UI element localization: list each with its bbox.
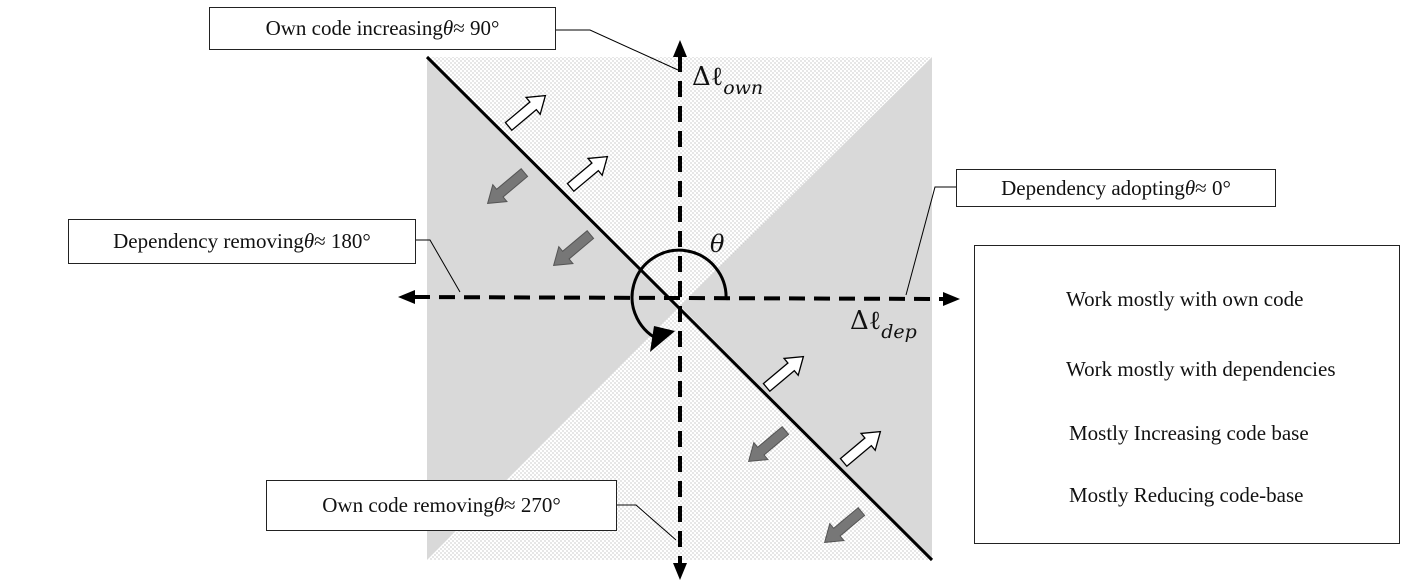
theta-symbol: θ <box>493 493 505 517</box>
dep-axis-line <box>413 295 945 301</box>
own-axis-arrowhead-top <box>673 40 687 57</box>
callout-own-increasing-text: Own code increasing <box>265 16 443 40</box>
increasing-arrow-icon <box>839 430 882 468</box>
reducing-arrow-icon <box>747 426 790 462</box>
callout-own-code-increasing: Own code increasing θ ≈ 90° <box>209 7 556 50</box>
increasing-arrow-icon <box>762 355 805 393</box>
theta-symbol: θ <box>1184 175 1196 200</box>
legend-label-increasing: Mostly Increasing code base <box>1069 421 1309 445</box>
callout-own-removing-approx: ≈ 270° <box>504 493 561 517</box>
leader-dep-adopting <box>905 186 956 296</box>
dep-axis-arrowhead-left <box>398 290 415 304</box>
leader-own-removing <box>617 504 677 541</box>
own-axis-symbol: Δℓ <box>692 62 724 92</box>
own-axis-subscript: own <box>723 77 764 99</box>
own-axis-arrowhead-bottom <box>673 563 687 580</box>
callout-dep-removing-text: Dependency removing <box>113 229 304 253</box>
own-axis-label: Δℓown <box>692 62 763 99</box>
reducing-arrow-icon <box>823 507 866 543</box>
reducing-arrow-icon <box>486 168 529 204</box>
leader-own-increasing <box>556 29 679 71</box>
theta-symbol: θ <box>442 16 454 40</box>
callout-dep-adopting-approx: ≈ 0° <box>1195 175 1231 200</box>
callout-own-removing-text: Own code removing <box>322 493 494 517</box>
callout-own-code-removing: Own code removing θ ≈ 270° <box>266 480 617 531</box>
theta-symbol: θ <box>303 229 315 253</box>
callout-dependency-adopting: Dependency adopting θ ≈ 0° <box>956 169 1276 207</box>
leader-dep-removing <box>416 239 461 293</box>
dep-axis-arrowhead-right <box>943 292 960 306</box>
increasing-arrow-icon <box>566 155 609 193</box>
dep-axis-subscript: dep <box>881 321 917 343</box>
dependency-region-left <box>427 57 680 560</box>
angle-label: θ <box>710 230 725 258</box>
legend-label-dependencies: Work mostly with dependencies <box>1066 357 1336 381</box>
callout-dep-removing-approx: ≈ 180° <box>314 229 371 253</box>
callout-dependency-removing: Dependency removing θ ≈ 180° <box>68 219 416 264</box>
legend-label-reducing: Mostly Reducing code-base <box>1069 483 1304 507</box>
increasing-arrow-icon <box>504 94 547 132</box>
angle-arc <box>630 248 728 343</box>
callout-own-increasing-approx: ≈ 90° <box>453 16 500 40</box>
dep-axis-symbol: Δℓ <box>850 306 882 336</box>
angle-arc-arrowhead <box>650 326 675 352</box>
dep-axis-label: Δℓdep <box>850 306 917 343</box>
legend: Work mostly with own code Work mostly wi… <box>974 245 1400 544</box>
callout-dep-adopting-text: Dependency adopting <box>1001 175 1185 200</box>
legend-label-own-code: Work mostly with own code <box>1066 287 1304 311</box>
reducing-arrow-icon <box>552 230 595 266</box>
